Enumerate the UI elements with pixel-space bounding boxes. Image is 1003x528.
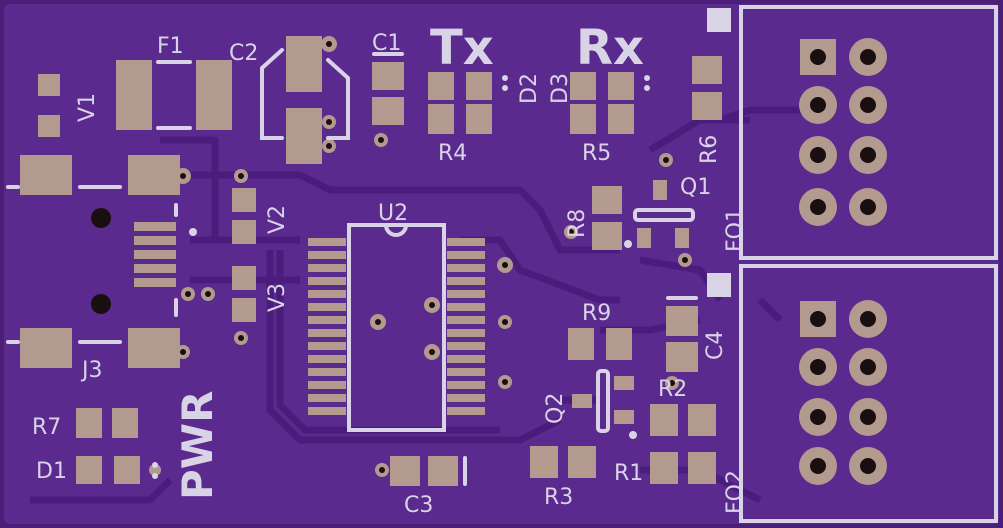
- label-j3: J3: [80, 358, 103, 383]
- smd-pads: [20, 36, 722, 486]
- polarity-dots: [152, 75, 650, 479]
- label-r8: R8: [565, 209, 590, 238]
- label-fo1: FO1: [723, 208, 748, 252]
- fo1-pins: [799, 38, 887, 226]
- label-q2: Q2: [543, 393, 568, 424]
- label-pwr: PWR: [173, 391, 222, 500]
- label-f1: F1: [157, 34, 184, 59]
- label-rx: Rx: [576, 20, 644, 76]
- mounting-holes: [91, 208, 111, 314]
- label-r1: R1: [614, 461, 643, 486]
- u2-notch: [384, 224, 408, 237]
- label-r5: R5: [582, 141, 611, 166]
- vias: [149, 36, 692, 477]
- label-c4: C4: [703, 331, 728, 360]
- label-c1: C1: [372, 31, 401, 56]
- label-c3: C3: [404, 493, 433, 518]
- label-r4: R4: [438, 141, 467, 166]
- label-fo2: FO2: [723, 470, 748, 514]
- label-v2: V2: [265, 205, 290, 234]
- fo2-pins: [799, 300, 887, 485]
- connector-fo1: [707, 5, 998, 260]
- label-r2: R2: [658, 377, 687, 402]
- label-d1: D1: [36, 459, 67, 484]
- label-tx: Tx: [430, 20, 494, 76]
- label-r7: R7: [32, 415, 61, 440]
- label-c2: C2: [229, 41, 258, 66]
- label-v3: V3: [265, 283, 290, 312]
- copper-traces: [30, 106, 820, 504]
- label-r6: R6: [697, 135, 722, 164]
- silkscreen: [6, 48, 698, 486]
- label-q1: Q1: [680, 175, 711, 200]
- label-r9: R9: [582, 301, 611, 326]
- label-r3: R3: [544, 485, 573, 510]
- fo2-marker: [707, 273, 731, 297]
- label-u2: U2: [378, 201, 408, 226]
- connector-fo2: [707, 264, 998, 523]
- label-d3: D3: [548, 73, 573, 104]
- fo1-marker: [707, 8, 731, 32]
- label-v1: V1: [75, 93, 100, 122]
- label-d2: D2: [517, 73, 542, 104]
